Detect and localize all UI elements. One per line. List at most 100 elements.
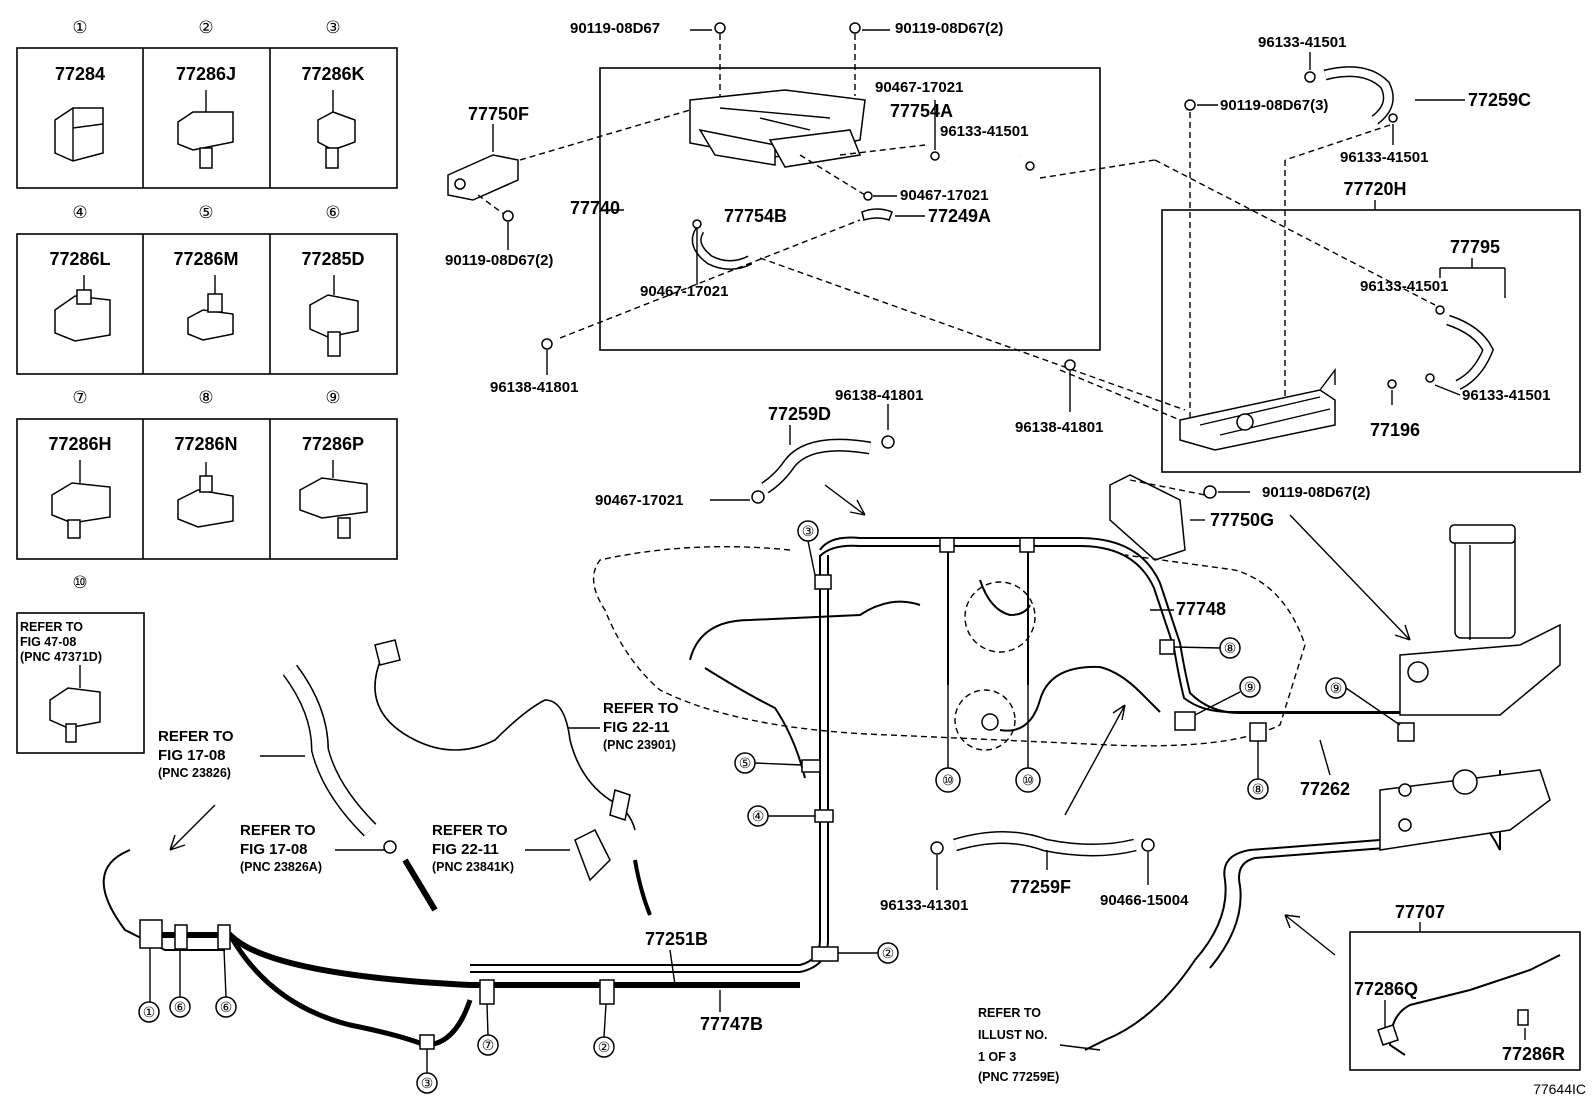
callout-9-a: ⑨ [1239,676,1261,698]
ref-illust-77259E: REFER TO ILLUST NO. 1 OF 3 (PNC 77259E) [978,1006,1101,1084]
line-clips [139,537,1415,1050]
legend-num-3: ③ [325,18,340,37]
clamp-icon [930,151,940,161]
legend-part-5: 77286M [173,249,238,269]
clamp-icon [751,490,765,504]
box-77707: 77707 77286Q 77286R [1349,902,1581,1071]
label-96133-41501-a: 96133-41501 [940,123,1028,140]
clamp-icon [881,435,895,449]
label-96138-41801-b: 96138-41801 [835,387,923,404]
label-96138-41801-a: 96138-41801 [490,379,578,396]
legend-10-line3: (PNC 47371D) [20,650,102,664]
svg-text:⑨: ⑨ [1244,679,1257,695]
label-96133-41501-b: 96133-41501 [1258,34,1346,51]
legend-row-3 [16,418,398,560]
label-77754B: 77754B [724,206,787,226]
callout-3-bottom: ③ [416,1072,438,1094]
ref-23901-line3: (PNC 23901) [603,738,676,752]
bolt-icon [1203,485,1217,499]
callouts: ③ ⑤ ④ ② ⑩ ⑩ ⑧ ⑨ ⑨ ⑧ ① ⑥ ⑥ ⑦ ② ③ [138,520,1401,1094]
ref-77259E-line4: (PNC 77259E) [978,1070,1059,1084]
label-77259F: 77259F [1010,877,1071,897]
pipe-assy-frame [1161,209,1581,473]
label-77754A: 77754A [890,101,953,121]
clamp-icon [1141,838,1155,852]
label-77750G: 77750G [1210,510,1274,530]
svg-text:⑨: ⑨ [1330,680,1343,696]
clip-icon-47371D [49,665,101,743]
svg-text:④: ④ [752,808,765,824]
label-90467-17021-b: 90467-17021 [900,187,988,204]
clamp-icon [863,191,873,201]
legend-part-4: 77286L [49,249,110,269]
label-90119-08D67-2-left: 90119-08D67(2) [445,252,553,269]
label-90467-17021-a: 90467-17021 [875,79,963,96]
callout-10-b: ⑩ [1015,767,1041,793]
callout-4: ④ [747,805,769,827]
svg-text:③: ③ [421,1075,434,1091]
hose-77259F-group: 96133-41301 77259F 90466-15004 [880,831,1189,914]
clip-icon-77286N [177,462,234,528]
ref-23826-line2: FIG 17-08 [158,747,226,764]
ref-23841K-line1: REFER TO [432,822,508,839]
ref-77259E-line3: 1 OF 3 [978,1050,1016,1064]
clamp-icon [1425,373,1435,383]
svg-text:⑧: ⑧ [1252,781,1265,797]
callout-7: ⑦ [477,1034,499,1056]
legend-num-1: ① [72,18,87,37]
ref-fig-17-08-23826: REFER TO FIG 17-08 (PNC 23826) [158,664,377,837]
arrow-icon [169,804,216,851]
arrow-icon [1064,704,1126,816]
clamp-icon [1304,71,1316,83]
clip-icon-77285D [309,275,359,357]
callout-1: ① [138,1001,160,1023]
fuel-tank-outline [592,545,1306,751]
canister-box [599,67,1101,351]
ref-23826-line3: (PNC 23826) [158,766,231,780]
bolt-icon [1184,99,1196,111]
legend-num-7: ⑦ [72,388,87,407]
diagram-id: 77644IC [1533,1081,1586,1097]
clip-icon-77286P [299,460,368,539]
ref-23826A-line1: REFER TO [240,822,316,839]
svg-text:⑦: ⑦ [482,1037,495,1053]
callout-8-b: ⑧ [1247,778,1269,800]
label-77196: 77196 [1370,420,1420,440]
ref-23826A-line3: (PNC 23826A) [240,860,322,874]
ref-23901-line1: REFER TO [603,700,679,717]
legend-10-line2: FIG 47-08 [20,635,76,649]
legend-num-6: ⑥ [325,203,340,222]
label-90467-17021-c: 90467-17021 [640,283,728,300]
callout-9-b: ⑨ [1325,677,1347,699]
label-90467-17021-d: 90467-17021 [595,492,683,509]
clip-96138-41801-c: 96138-41801 [1015,359,1103,436]
ref-77259E-line1: REFER TO [978,1006,1041,1020]
svg-text:①: ① [143,1004,156,1020]
label-77286R: 77286R [1502,1044,1565,1064]
svg-text:⑥: ⑥ [220,999,233,1015]
ref-23826-line1: REFER TO [158,728,234,745]
callout-5: ⑤ [734,752,756,774]
vent-hose-group: 96133-41501 77259C 90119-08D67(3) 96133-… [1184,34,1531,420]
callout-2-mid: ② [877,942,899,964]
pipe-assy-box: 77720H 77795 96133-41501 96133-41501 771… [1059,159,1581,473]
bracket-77750F: 77750F 90119-08D67(2) [445,104,691,269]
svg-text:⑩: ⑩ [942,772,955,788]
label-77740: 77740 [570,198,620,218]
clip-icon-77286M [187,275,234,341]
legend-num-5: ⑤ [198,203,213,222]
legend-part-6: 77285D [301,249,364,269]
label-77707: 77707 [1395,902,1445,922]
label-77750F: 77750F [468,104,529,124]
hose-77259D-group: 77259D 96138-41801 90467-17021 [595,387,923,516]
box-77707-frame [1349,931,1581,1071]
arrow-icon [824,484,866,516]
label-77286Q: 77286Q [1354,979,1418,999]
bracket-77750G: 90119-08D67(2) 77750G [1109,474,1411,641]
label-77262: 77262 [1300,779,1350,799]
legend-row-1 [16,47,398,189]
svg-text:②: ② [598,1039,611,1055]
legend-grid: ① ② ③ 77284 77286J 77286K ④ ⑤ ⑥ 77286L [16,18,398,754]
ref-fig-22-11-23901: REFER TO FIG 22-11 (PNC 23901) [374,639,679,831]
label-90119-08D67-2-right: 90119-08D67(2) [1262,484,1370,501]
